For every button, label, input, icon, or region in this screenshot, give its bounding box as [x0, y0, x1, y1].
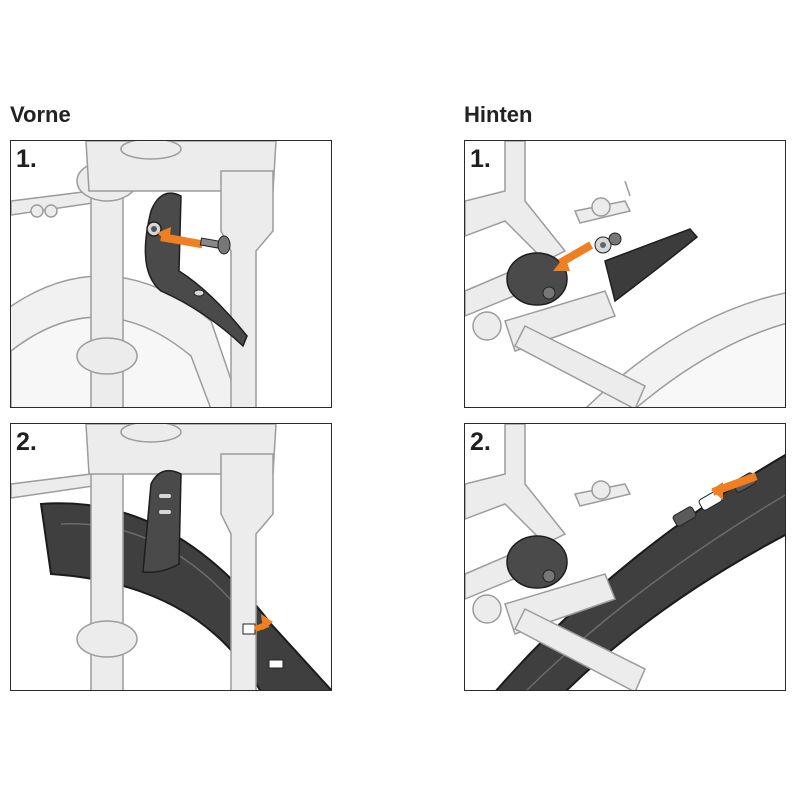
front-section-title: Vorne [10, 102, 71, 127]
rear-step-1-panel: 1. [464, 140, 786, 408]
bolt-icon [542, 286, 556, 300]
front-step-1-number: 1. [16, 145, 37, 173]
front-fender [39, 502, 331, 690]
rear-step-2-illustration [465, 424, 785, 690]
rear-section-title: Hinten [464, 102, 533, 127]
rear-arrow-icon [553, 241, 594, 271]
rear-step-1-number: 1. [470, 145, 491, 173]
rear-step-2-panel: 2. [464, 423, 786, 691]
bolt-icon [199, 235, 231, 255]
front-step-2-panel: 2. [10, 423, 332, 691]
mount-disc [506, 252, 568, 306]
front-clip-arrow-icon [242, 614, 284, 669]
front-arrow-icon [157, 227, 204, 249]
front-step-1-illustration [11, 141, 277, 407]
rear-step-2-number: 2. [470, 428, 491, 456]
rear-clip-arrow-icon [711, 472, 758, 500]
front-step-2-number: 2. [16, 428, 37, 456]
fender-bracket [144, 192, 248, 348]
rear-step-1-illustration [465, 141, 785, 407]
front-step-1-panel: 1. [10, 140, 332, 408]
nut-washer-icon [594, 232, 622, 254]
rear-fender-strut [604, 228, 699, 303]
front-step-2-illustration [11, 424, 331, 690]
